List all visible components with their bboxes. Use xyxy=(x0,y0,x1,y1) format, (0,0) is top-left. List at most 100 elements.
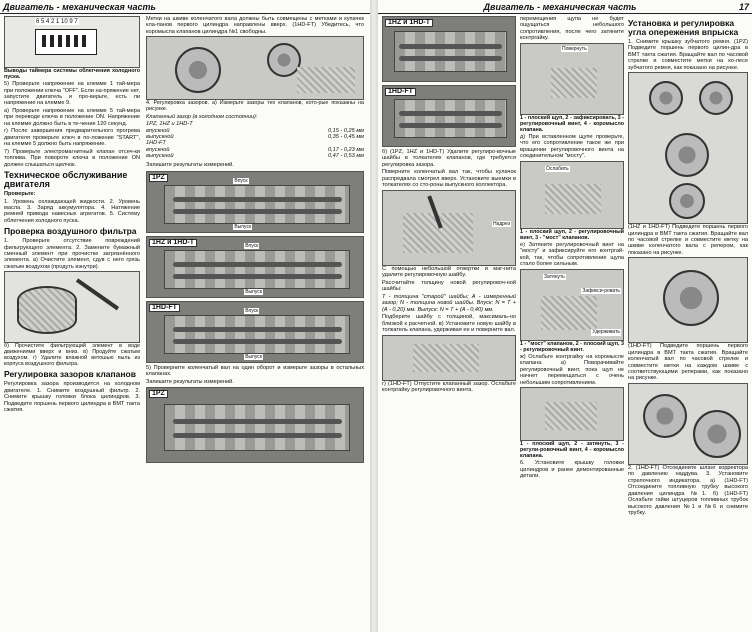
timing-text-3: (1HD-FT) Подведите поршень первого цилин… xyxy=(628,343,748,382)
oslabit-label: Ослабить xyxy=(545,165,570,173)
valve-diagram-1hdft-label: 1HD-FT xyxy=(149,304,180,313)
left-page-header: Двигатель - механическая часть xyxy=(0,0,370,14)
bridge-shape xyxy=(545,183,601,214)
valve-diagram-1hz-right: 1HZ и 1HD-T xyxy=(382,16,516,82)
zatyanut-label: Затянуть xyxy=(543,273,566,281)
check-heading: Проверьте: xyxy=(4,191,36,198)
valve-diagram-1hdft: 1HD-FT Впуск Выпуск xyxy=(146,301,364,364)
timer-caption: Выводы таймера системы облегчения холодн… xyxy=(4,68,140,80)
timer-check-text-2: а) Проверьте напряжение на клемме 5 тай-… xyxy=(4,108,140,127)
valve-diagram-1hz-right-label: 1HZ и 1HD-T xyxy=(385,19,434,28)
right-column-2: перемещения щупа не будет ощущаться небо… xyxy=(520,16,624,481)
rocker-caption: 1 - плоский щуп, 2 - зафиксировать, 3 - … xyxy=(520,114,624,133)
clearance-row-value: 0,35 - 0,45 мм xyxy=(328,134,364,140)
valve-diagram-1hz: 1HZ и 1HD-T Впуск Выпуск xyxy=(146,236,364,299)
install-cover-text: 6. Установите крышку головки цилиндров и… xyxy=(520,460,624,480)
1hdft-adjust-text: г) (1HD-FT) Отпустите клапанный зазор. О… xyxy=(382,380,516,394)
air-filter-heading: Проверка воздушного фильтра xyxy=(4,226,137,237)
rocker-shape xyxy=(551,67,597,98)
timing-text-2: (1HZ и 1HD-FT) Подведите поршень первого… xyxy=(628,224,748,256)
air-filter-caption: б) Прочистите фильтрующий элемент в воде… xyxy=(4,343,140,368)
valve-diagram-1hdft-right: 1HD-FT xyxy=(382,85,516,147)
bridge-tighten-figure: Затянуть Зафикси-ровать Удерживать xyxy=(520,268,624,341)
bridge-assembly-shape xyxy=(541,295,597,330)
timing-text-1: 1. Снимите крышку зубчатого ремня. (1PZ)… xyxy=(628,39,748,71)
clearance-row-label: 1HD-FT xyxy=(146,140,166,147)
clearance-row-label: 1PZ, 1HZ и 1HD-T xyxy=(146,121,193,128)
crank-pulley-shape xyxy=(175,47,221,94)
clearance-row-value: 0,47 - 0,53 мм xyxy=(328,153,364,160)
timer-connector-figure: 6 5 4 2 1 10 9 7 xyxy=(4,16,140,68)
intake-label: Впуск xyxy=(233,178,249,185)
book-gutter xyxy=(370,0,378,632)
clearance-table-title: Клапанный зазор (в холодном состоянии): xyxy=(146,113,258,120)
left-header-title: Двигатель - механическая часть xyxy=(3,2,156,12)
clearance-table-row: впускной 0,15 - 0,25 мм xyxy=(146,128,364,134)
clearance-table-row: впускной 0,17 - 0,23 мм xyxy=(146,147,364,153)
exhaust-label: Выпуск xyxy=(233,223,253,231)
formula-text: Т - толщина "старой" шайбы; А - измеренн… xyxy=(382,293,516,313)
connector-shape xyxy=(35,29,97,55)
valve-diagram-1pz: 1PZ Впуск Выпуск xyxy=(146,171,364,234)
clearance-row-label: выпускной xyxy=(146,153,174,160)
clearance-row-value: 0,17 - 0,23 мм xyxy=(328,146,364,153)
page-number: 17 xyxy=(738,2,749,12)
formula-heading: Рассчитайте толщину новой регулировоч-но… xyxy=(382,279,516,293)
clearance-row-label: впускной xyxy=(146,127,170,134)
rocker-final-figure xyxy=(520,387,624,442)
cylinder-head-shape xyxy=(297,67,355,94)
clearance-row-value: 0,15 - 0,25 мм xyxy=(328,127,364,134)
engine-head-shape xyxy=(164,250,351,289)
timer-check-text-3: г) После завершения предварительного про… xyxy=(4,128,140,148)
valve-diagram-1pz-second: 1PZ xyxy=(146,386,364,463)
exhaust-label: Выпуск xyxy=(244,288,263,296)
shim-install-figure xyxy=(382,334,516,381)
save-results-text-2: Запишите результаты измерений. xyxy=(146,379,234,386)
bridge-caption: 1 - плоский щуп, 2 - регулировочный винт… xyxy=(520,228,624,241)
right-header-title: Двигатель - механическая часть xyxy=(483,2,637,12)
povernut-label: Повернуть xyxy=(561,45,588,53)
exhaust-label: Выпуск xyxy=(244,353,263,361)
valve-diagram-1pz-second-label: 1PZ xyxy=(149,389,168,399)
clearance-table-row: 1PZ, 1HZ и 1HD-T xyxy=(146,121,364,127)
check-items: 1. Уровень охлаждающей жидкости. 2. Уров… xyxy=(4,198,140,224)
timer-check-text-1: 5) Проверьте напряжение на клемме 1 тай-… xyxy=(4,81,140,107)
clearance-row-label: впускной xyxy=(146,146,170,153)
turn-crank-text: 5) Проверните коленчатый вал на один обо… xyxy=(146,365,364,378)
fuel-cutoff-text: 7) Проверьте электромагнитный клапан отс… xyxy=(4,148,140,168)
engine-head-shape xyxy=(164,315,351,354)
timer-pin-labels: 6 5 4 2 1 10 9 7 xyxy=(35,19,79,26)
rocker-final-caption: 1 - плоский щуп, 2 - затянуть, 3 - регул… xyxy=(520,441,624,460)
filter-element-shape xyxy=(17,286,77,335)
air-filter-text: 1. Проверьте отсутствие повреждений филь… xyxy=(4,238,140,270)
right-column-1: 1HZ и 1HD-T 1HD-FT б) (1PZ, 1HZ и 1HD-T)… xyxy=(382,16,516,395)
shim-removal-figure: Надрез xyxy=(382,189,516,266)
rocker-adjust-figure: Повернуть xyxy=(520,42,624,115)
bridge-figure: Ослабить xyxy=(520,160,624,229)
tighten-bridge-text: е) Затяните регулировочный винт на "мост… xyxy=(520,242,624,268)
clearance-table-row: выпускной 0,47 - 0,53 мм xyxy=(146,153,364,159)
crank-mark-figure xyxy=(628,257,748,344)
valve-diagram-1hdft-right-label: 1HD-FT xyxy=(385,88,416,97)
pulley-marks-figure xyxy=(628,383,748,466)
valve-clearance-text: Регулировка зазора производится на холод… xyxy=(4,381,140,414)
bridge-check-text: д) При вставленном щупе проверьте, что е… xyxy=(520,134,624,160)
clearance-row-label: выпускной xyxy=(146,134,174,140)
valve-diagram-1pz-label: 1PZ xyxy=(149,174,168,183)
engine-head-shape xyxy=(393,99,508,138)
timing-belt-figure xyxy=(628,72,748,225)
timing-text-4: 2. (1HD-FT) Отсоедините шланг корректора… xyxy=(628,465,748,516)
clearance-table-row: выпускной 0,35 - 0,45 мм xyxy=(146,134,364,140)
install-shim-text: Подберите шайбу с толщиной, максималь-но… xyxy=(382,314,516,334)
intake-label: Впуск xyxy=(244,243,260,250)
remove-shim-text: б) (1PZ, 1HZ и 1HD-T) Удалите регулиро-в… xyxy=(382,149,516,168)
loosen-rocker-text: ж) Ослабьте контргайку на коромысле клап… xyxy=(520,354,624,386)
crank-pulley-figure xyxy=(146,36,364,101)
engine-head-shape xyxy=(393,31,508,73)
left-column-1: 6 5 4 2 1 10 9 7 Выводы таймера системы … xyxy=(4,16,140,415)
air-filter-figure xyxy=(4,271,140,344)
service-heading: Техническое обслуживание двигателя xyxy=(4,170,128,190)
uderzhat-label: Удерживать xyxy=(591,329,621,336)
